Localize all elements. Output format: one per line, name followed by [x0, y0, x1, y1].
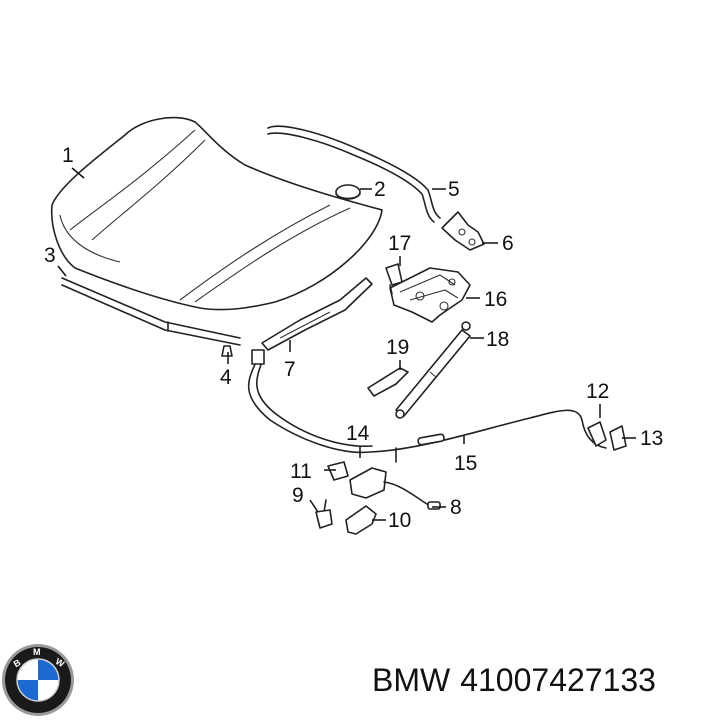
- leader-lines: [57, 167, 636, 521]
- lock-bracket: [345, 505, 377, 535]
- callout-labels: 1 2 3 4 5 6 7 8 9 10 11 12 13 14 15 16 1…: [44, 144, 663, 532]
- callout-9: 9: [292, 484, 304, 507]
- release-cable: [247, 349, 607, 463]
- rear-seal: [267, 125, 441, 223]
- hinge-bracket: [441, 211, 485, 251]
- cap-grommet: [335, 184, 361, 200]
- callout-8: 8: [450, 496, 462, 519]
- brand-name: BMW: [372, 662, 451, 698]
- callout-5: 5: [448, 178, 460, 201]
- callout-10: 10: [388, 509, 411, 532]
- part-number: 41007427133: [460, 662, 656, 698]
- hood-panel: [50, 116, 383, 311]
- callout-14: 14: [346, 422, 370, 445]
- small-bolt: [315, 499, 333, 529]
- callout-7: 7: [284, 358, 296, 381]
- bolt: [385, 263, 403, 295]
- release-handle: [587, 421, 627, 451]
- callout-11: 11: [290, 460, 312, 483]
- bmw-roundel-icon: B M W: [2, 644, 74, 716]
- svg-text:M: M: [33, 647, 41, 657]
- callout-15: 15: [454, 452, 477, 475]
- support-stay: [261, 277, 373, 351]
- callout-12: 12: [586, 380, 609, 403]
- callout-2: 2: [374, 178, 386, 201]
- callout-4: 4: [220, 366, 232, 389]
- callout-1: 1: [62, 144, 74, 167]
- hinge-assembly: [389, 267, 471, 323]
- callout-13: 13: [640, 427, 663, 450]
- hood-lock: [349, 467, 441, 510]
- callout-3: 3: [44, 244, 56, 267]
- callout-18: 18: [486, 328, 509, 351]
- strut-bracket: [367, 367, 409, 397]
- callout-19: 19: [386, 336, 409, 359]
- svg-text:B: B: [12, 657, 23, 669]
- latch-clip: [327, 461, 349, 481]
- callout-17: 17: [388, 232, 411, 255]
- gas-strut: [395, 321, 471, 419]
- clip: [221, 345, 233, 357]
- callout-6: 6: [502, 232, 514, 255]
- front-seal-strip: [61, 277, 241, 346]
- callout-16: 16: [484, 288, 507, 311]
